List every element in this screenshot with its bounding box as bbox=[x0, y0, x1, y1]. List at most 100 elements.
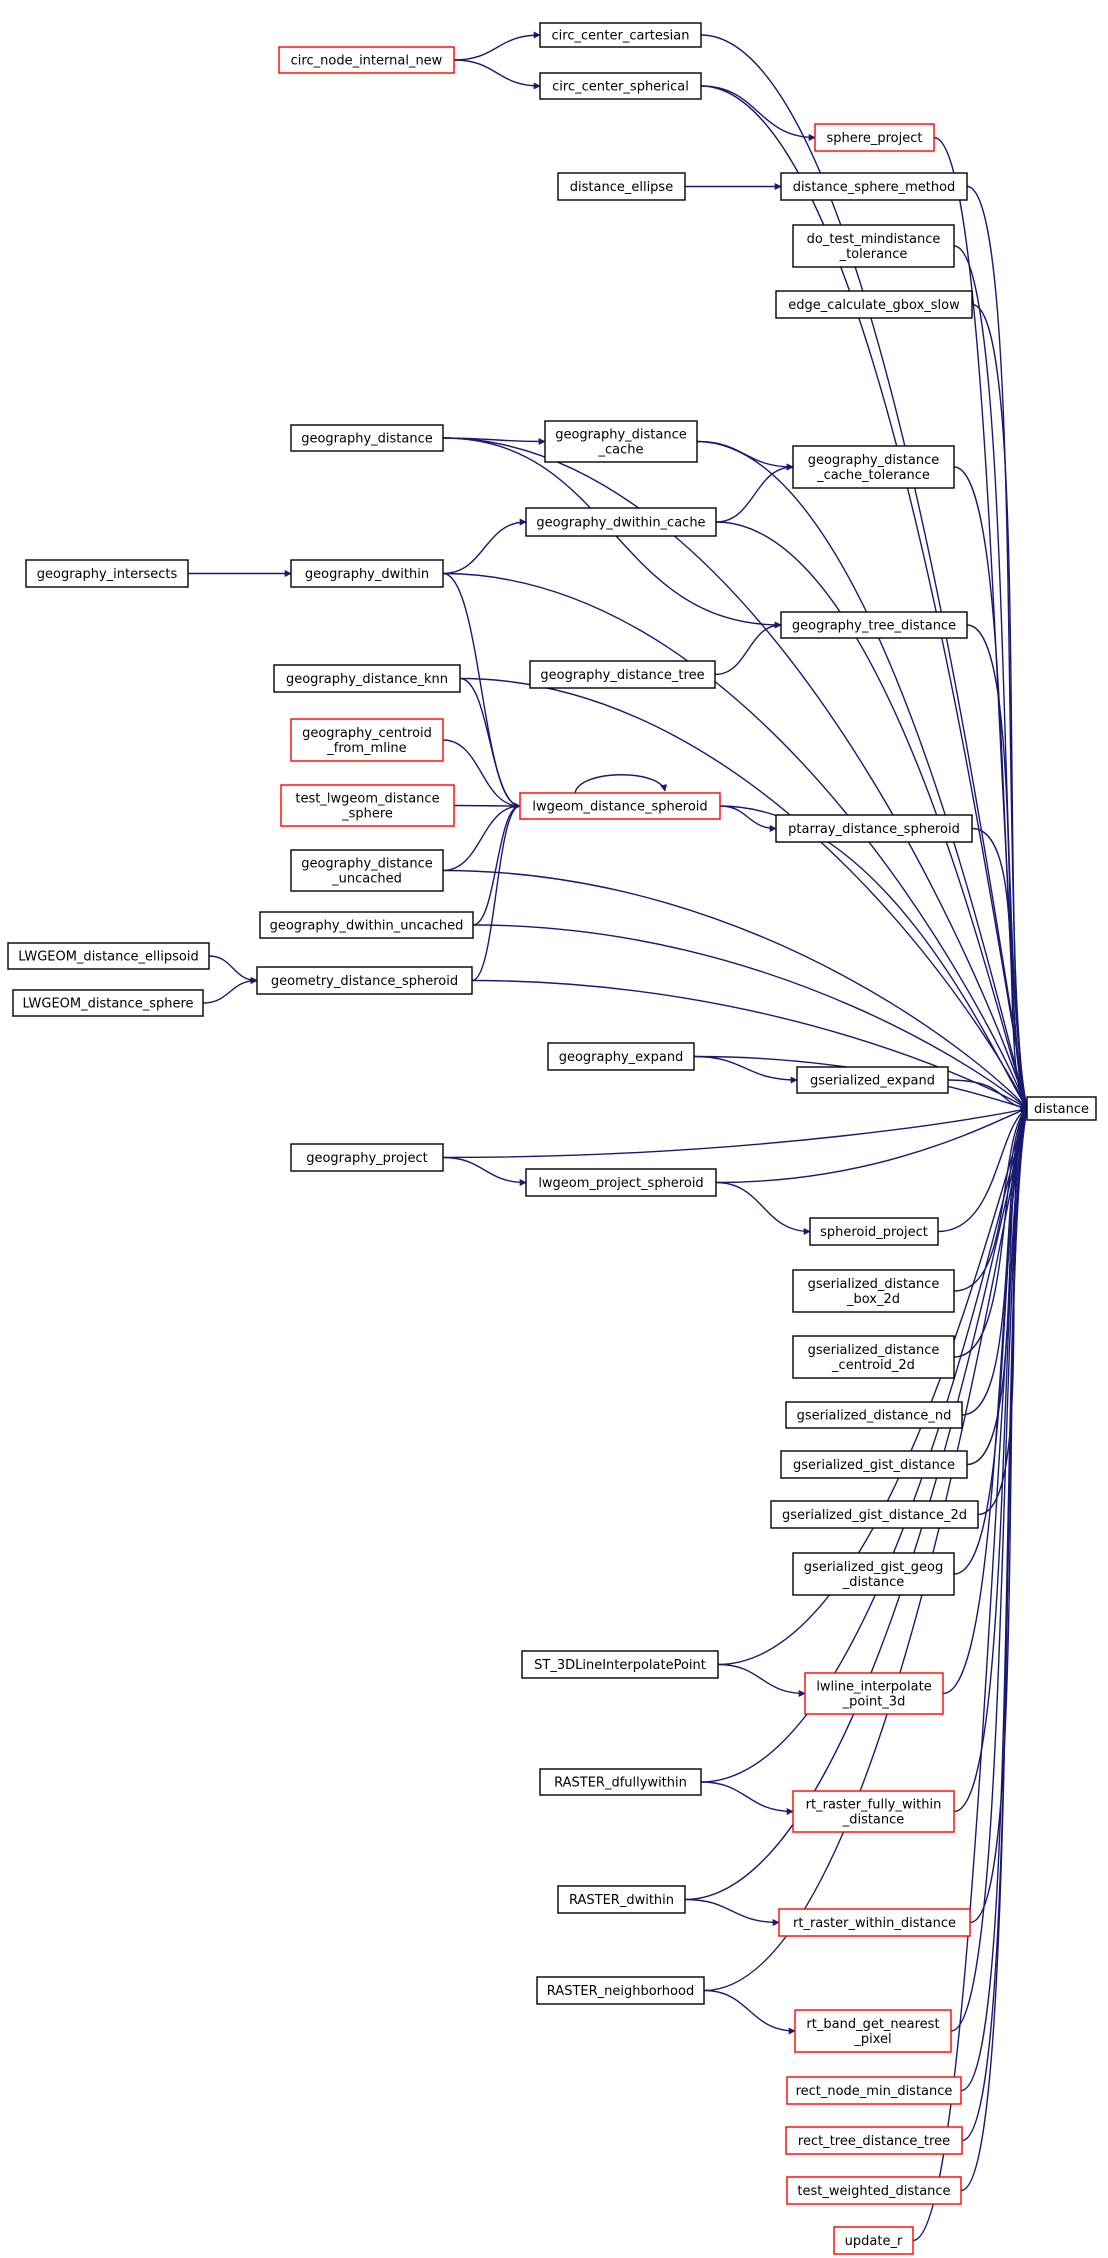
node-box-edge_calculate_gbox_slow[interactable] bbox=[775, 290, 973, 319]
node-box-RASTER_dfullywithin[interactable] bbox=[539, 1768, 702, 1796]
node-box-gserialized_gist_distance_2d[interactable] bbox=[770, 1500, 979, 1529]
node-circ_node_internal_new[interactable]: circ_node_internal_new bbox=[278, 46, 455, 74]
node-gserialized_gist_geog_distance[interactable]: gserialized_gist_geog_distance bbox=[792, 1552, 955, 1596]
node-geometry_distance_spheroid[interactable]: geometry_distance_spheroid bbox=[256, 966, 473, 995]
node-ptarray_distance_spheroid[interactable]: ptarray_distance_spheroid bbox=[775, 814, 973, 843]
node-box-lwgeom_project_spheroid[interactable] bbox=[525, 1168, 717, 1197]
node-box-distance_ellipse[interactable] bbox=[557, 172, 686, 201]
node-box-gserialized_gist_distance[interactable] bbox=[780, 1450, 968, 1479]
node-gserialized_distance_centroid_2d[interactable]: gserialized_distance_centroid_2d bbox=[792, 1335, 955, 1379]
node-box-geography_dwithin[interactable] bbox=[290, 559, 444, 588]
node-RASTER_dfullywithin[interactable]: RASTER_dfullywithin bbox=[539, 1768, 702, 1796]
node-geography_distance_uncached[interactable]: geography_distance_uncached bbox=[290, 849, 444, 892]
node-geography_intersects[interactable]: geography_intersects bbox=[25, 559, 189, 588]
node-box-geography_distance_uncached[interactable] bbox=[290, 849, 444, 892]
node-update_r[interactable]: update_r bbox=[833, 2226, 914, 2255]
node-box-gserialized_distance_nd[interactable] bbox=[785, 1401, 963, 1429]
node-box-gserialized_distance_centroid_2d[interactable] bbox=[792, 1335, 955, 1379]
node-box-lwgeom_distance_spheroid[interactable] bbox=[519, 792, 721, 820]
node-gserialized_gist_distance[interactable]: gserialized_gist_distance bbox=[780, 1450, 968, 1479]
node-box-geography_project[interactable] bbox=[290, 1143, 444, 1172]
node-geography_distance_cache[interactable]: geography_distance_cache bbox=[544, 420, 698, 463]
node-lwgeom_project_spheroid[interactable]: lwgeom_project_spheroid bbox=[525, 1168, 717, 1197]
node-distance_ellipse[interactable]: distance_ellipse bbox=[557, 172, 686, 201]
node-ST_3DLineInterpolatePoint[interactable]: ST_3DLineInterpolatePoint bbox=[521, 1650, 719, 1679]
node-rt_raster_fully_within_distance[interactable]: rt_raster_fully_within_distance bbox=[792, 1790, 955, 1833]
node-gserialized_expand[interactable]: gserialized_expand bbox=[796, 1066, 949, 1094]
node-RASTER_neighborhood[interactable]: RASTER_neighborhood bbox=[536, 1976, 705, 2005]
node-gserialized_gist_distance_2d[interactable]: gserialized_gist_distance_2d bbox=[770, 1500, 979, 1529]
node-box-rt_raster_fully_within_distance[interactable] bbox=[792, 1790, 955, 1833]
node-geography_dwithin[interactable]: geography_dwithin bbox=[290, 559, 444, 588]
node-distance[interactable]: distance bbox=[1026, 1096, 1097, 1121]
node-LWGEOM_distance_ellipsoid[interactable]: LWGEOM_distance_ellipsoid bbox=[7, 942, 210, 970]
node-box-circ_center_cartesian[interactable] bbox=[539, 22, 702, 48]
node-box-LWGEOM_distance_ellipsoid[interactable] bbox=[7, 942, 210, 970]
node-box-gserialized_expand[interactable] bbox=[796, 1066, 949, 1094]
node-edge_calculate_gbox_slow[interactable]: edge_calculate_gbox_slow bbox=[775, 290, 973, 319]
node-geography_expand[interactable]: geography_expand bbox=[547, 1042, 695, 1071]
node-rt_band_get_nearest_pixel[interactable]: rt_band_get_nearest_pixel bbox=[794, 2009, 952, 2053]
node-test_weighted_distance[interactable]: test_weighted_distance bbox=[786, 2176, 962, 2205]
node-box-LWGEOM_distance_sphere[interactable] bbox=[12, 989, 204, 1017]
node-geography_distance_tree[interactable]: geography_distance_tree bbox=[529, 660, 716, 689]
node-geography_tree_distance[interactable]: geography_tree_distance bbox=[780, 611, 968, 639]
node-box-rect_tree_distance_tree[interactable] bbox=[785, 2126, 963, 2155]
node-box-gserialized_distance_box_2d[interactable] bbox=[792, 1269, 955, 1313]
node-geography_project[interactable]: geography_project bbox=[290, 1143, 444, 1172]
node-do_test_mindistance_tolerance[interactable]: do_test_mindistance_tolerance bbox=[792, 224, 955, 268]
node-test_lwgeom_distance_sphere[interactable]: test_lwgeom_distance_sphere bbox=[280, 784, 455, 827]
node-lwgeom_distance_spheroid[interactable]: lwgeom_distance_spheroid bbox=[519, 792, 721, 820]
node-geography_distance_cache_tolerance[interactable]: geography_distance_cache_tolerance bbox=[792, 445, 955, 489]
node-box-spheroid_project[interactable] bbox=[809, 1217, 939, 1246]
node-box-ST_3DLineInterpolatePoint[interactable] bbox=[521, 1650, 719, 1679]
node-box-circ_node_internal_new[interactable] bbox=[278, 46, 455, 74]
node-gserialized_distance_nd[interactable]: gserialized_distance_nd bbox=[785, 1401, 963, 1429]
node-distance_sphere_method[interactable]: distance_sphere_method bbox=[780, 172, 968, 201]
node-circ_center_spherical[interactable]: circ_center_spherical bbox=[539, 72, 702, 100]
node-geography_centroid_from_mline[interactable]: geography_centroid_from_mline bbox=[290, 718, 444, 762]
node-sphere_project[interactable]: sphere_project bbox=[814, 123, 935, 152]
node-box-sphere_project[interactable] bbox=[814, 123, 935, 152]
node-box-geography_centroid_from_mline[interactable] bbox=[290, 718, 444, 762]
node-box-rt_raster_within_distance[interactable] bbox=[778, 1908, 971, 1937]
node-box-geography_distance[interactable] bbox=[290, 424, 444, 452]
node-box-geography_intersects[interactable] bbox=[25, 559, 189, 588]
node-box-ptarray_distance_spheroid[interactable] bbox=[775, 814, 973, 843]
node-box-distance[interactable] bbox=[1026, 1096, 1097, 1121]
node-geography_dwithin_uncached[interactable]: geography_dwithin_uncached bbox=[259, 911, 474, 939]
node-box-geometry_distance_spheroid[interactable] bbox=[256, 966, 473, 995]
node-box-test_weighted_distance[interactable] bbox=[786, 2176, 962, 2205]
node-box-geography_dwithin_cache[interactable] bbox=[525, 507, 717, 537]
node-box-geography_expand[interactable] bbox=[547, 1042, 695, 1071]
node-box-geography_distance_knn[interactable] bbox=[273, 664, 461, 693]
node-geography_distance_knn[interactable]: geography_distance_knn bbox=[273, 664, 461, 693]
node-box-distance_sphere_method[interactable] bbox=[780, 172, 968, 201]
node-box-geography_distance_tree[interactable] bbox=[529, 660, 716, 689]
node-box-geography_distance_cache[interactable] bbox=[544, 420, 698, 463]
node-box-RASTER_dwithin[interactable] bbox=[557, 1885, 686, 1914]
node-rt_raster_within_distance[interactable]: rt_raster_within_distance bbox=[778, 1908, 971, 1937]
node-box-test_lwgeom_distance_sphere[interactable] bbox=[280, 784, 455, 827]
node-RASTER_dwithin[interactable]: RASTER_dwithin bbox=[557, 1885, 686, 1914]
node-box-RASTER_neighborhood[interactable] bbox=[536, 1976, 705, 2005]
node-box-do_test_mindistance_tolerance[interactable] bbox=[792, 224, 955, 268]
node-box-rect_node_min_distance[interactable] bbox=[786, 2076, 962, 2105]
node-gserialized_distance_box_2d[interactable]: gserialized_distance_box_2d bbox=[792, 1269, 955, 1313]
node-geography_distance[interactable]: geography_distance bbox=[290, 424, 444, 452]
node-rect_tree_distance_tree[interactable]: rect_tree_distance_tree bbox=[785, 2126, 963, 2155]
node-LWGEOM_distance_sphere[interactable]: LWGEOM_distance_sphere bbox=[12, 989, 204, 1017]
node-spheroid_project[interactable]: spheroid_project bbox=[809, 1217, 939, 1246]
node-box-lwline_interpolate_point_3d[interactable] bbox=[804, 1672, 944, 1715]
node-geography_dwithin_cache[interactable]: geography_dwithin_cache bbox=[525, 507, 717, 537]
node-box-gserialized_gist_geog_distance[interactable] bbox=[792, 1552, 955, 1596]
node-box-update_r[interactable] bbox=[833, 2226, 914, 2255]
node-circ_center_cartesian[interactable]: circ_center_cartesian bbox=[539, 22, 702, 48]
node-box-geography_distance_cache_tolerance[interactable] bbox=[792, 445, 955, 489]
node-box-geography_dwithin_uncached[interactable] bbox=[259, 911, 474, 939]
node-box-circ_center_spherical[interactable] bbox=[539, 72, 702, 100]
node-rect_node_min_distance[interactable]: rect_node_min_distance bbox=[786, 2076, 962, 2105]
node-box-rt_band_get_nearest_pixel[interactable] bbox=[794, 2009, 952, 2053]
node-box-geography_tree_distance[interactable] bbox=[780, 611, 968, 639]
node-lwline_interpolate_point_3d[interactable]: lwline_interpolate_point_3d bbox=[804, 1672, 944, 1715]
